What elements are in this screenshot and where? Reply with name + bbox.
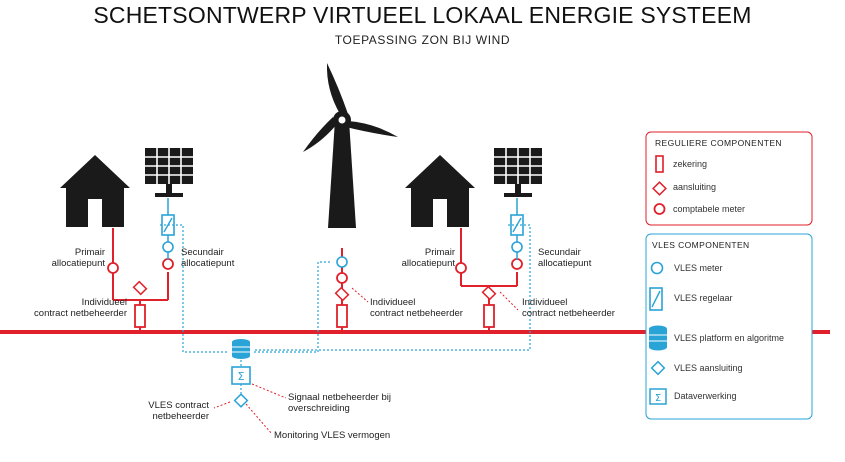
legend-regular-heading: REGULIERE COMPONENTEN (655, 138, 782, 148)
legend-item-label: VLES regelaar (674, 293, 733, 303)
database-icon (232, 339, 250, 359)
legend-item-label: VLES meter (674, 263, 723, 273)
solar-panel-icon (493, 147, 543, 198)
legend-vles-box: Σ (645, 233, 813, 420)
legend-item-label: Dataverwerking (674, 391, 737, 401)
svg-text:Σ: Σ (655, 393, 661, 404)
left-house-group (60, 147, 194, 332)
monitoring-label: Monitoring VLES vermogen (274, 430, 391, 441)
legend-item-label: zekering (673, 159, 708, 169)
vles-data-lines (160, 224, 531, 394)
legend-item-label: VLES platform en algoritme (674, 333, 785, 343)
vles-central-components: Σ (231, 339, 251, 408)
vles-connection-icon (233, 393, 249, 408)
house-icon (405, 155, 475, 227)
legend-vles-heading: VLES COMPONENTEN (652, 240, 750, 250)
fuse-icon (655, 155, 664, 173)
svg-text:Σ: Σ (238, 370, 245, 383)
house-icon (60, 155, 130, 227)
sigma-icon (231, 366, 251, 385)
connection-diamond-icon (652, 181, 667, 196)
diagram-subtitle: TOEPASSING ZON BIJ WIND (334, 33, 511, 47)
meter-circle-icon (653, 203, 666, 215)
diagram-title: SCHETSONTWERP VIRTUEEL LOKAAL ENERGIE SY… (93, 2, 752, 28)
right-house-group (405, 147, 543, 332)
legend-item-label: aansluiting (673, 182, 717, 192)
pointer-lines (128, 287, 519, 435)
legend-item-label: VLES aansluiting (674, 363, 743, 373)
sigma-icon (649, 388, 667, 405)
wind-turbine-icon (303, 63, 398, 332)
solar-panel-icon (144, 147, 194, 198)
vles-meter-icon (650, 261, 664, 275)
legend-regular-box (645, 131, 813, 226)
legend-item-label: comptabele meter (673, 204, 746, 214)
database-icon (649, 325, 667, 351)
vles-connection-icon (650, 360, 666, 376)
